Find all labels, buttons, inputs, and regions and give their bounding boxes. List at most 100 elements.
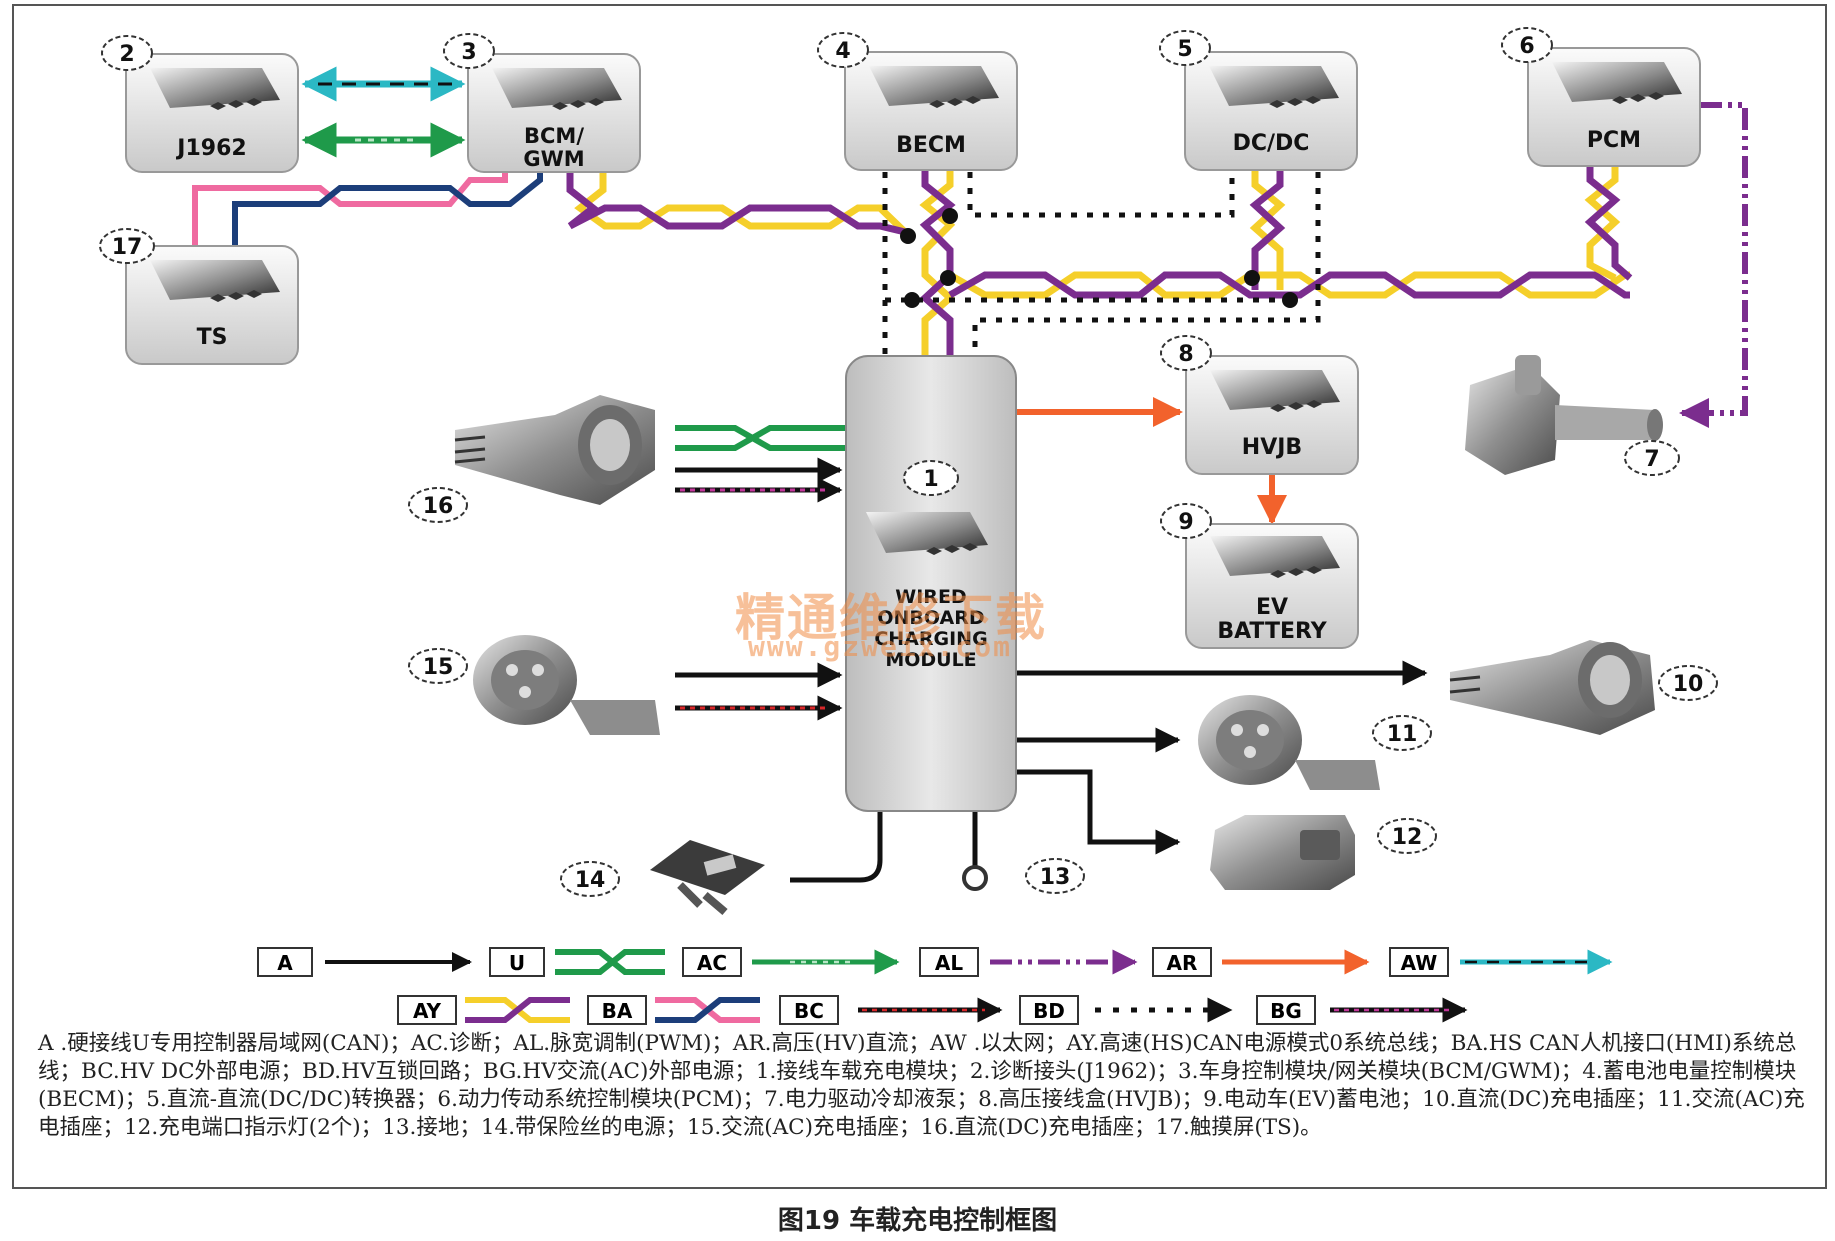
svg-text:AY: AY: [413, 999, 442, 1023]
number-badge: 15: [408, 648, 468, 684]
legend-item-bg: BG: [1256, 995, 1468, 1025]
module-j1962: J1962: [125, 53, 299, 173]
number-badge: 6: [1501, 27, 1553, 63]
number-badge: 14: [560, 861, 620, 897]
svg-text:BD: BD: [1033, 999, 1065, 1023]
fused-power-wire: [790, 810, 883, 883]
number-badge: 2: [101, 35, 153, 71]
svg-text:17: 17: [112, 235, 143, 260]
svg-text:1: 1: [923, 467, 938, 492]
svg-text:2: 2: [119, 42, 134, 67]
module-label: J1962: [175, 136, 246, 161]
module-becm: BECM: [844, 51, 1018, 171]
becm-can-purple: [919, 168, 956, 360]
legend-item-u: U: [489, 947, 665, 977]
becm-can-yellow: [919, 168, 956, 360]
ac-inlet-icon: [1198, 695, 1380, 790]
svg-text:12: 12: [1392, 825, 1423, 850]
number-badge: 10: [1658, 665, 1718, 701]
module-ts: TS: [125, 245, 299, 365]
module-label: TS: [197, 325, 228, 350]
number-badge: 3: [443, 33, 495, 69]
module-label-line: GWM: [523, 147, 584, 171]
svg-text:AW: AW: [1401, 951, 1438, 975]
ground-icon: [962, 865, 988, 891]
module-onboard-charger: WIRED ONBOARD CHARGING MODULE: [845, 355, 1017, 812]
svg-text:9: 9: [1178, 510, 1193, 535]
svg-text:A: A: [277, 951, 293, 975]
hardwire-to-12: [1016, 769, 1181, 855]
module-label: PCM: [1587, 128, 1641, 153]
number-badge: 8: [1160, 335, 1212, 371]
junction-dot: [940, 270, 956, 286]
junction-dot: [904, 292, 920, 308]
svg-text:13: 13: [1040, 865, 1071, 890]
pcm-can-purple: [1584, 165, 1633, 281]
module-label-line: WIRED: [895, 586, 966, 608]
number-badge: 5: [1159, 30, 1211, 66]
svg-text:AC: AC: [697, 951, 727, 975]
number-badge: 4: [817, 32, 869, 68]
module-label: BECM: [896, 133, 966, 158]
number-badge: 7: [1624, 440, 1680, 476]
legend-item-a: A: [257, 947, 472, 977]
svg-text:6: 6: [1519, 34, 1534, 59]
legend-item-ba: BA: [587, 995, 760, 1025]
legend-item-aw: AW: [1389, 947, 1613, 977]
legend-item-bc: BC: [779, 995, 1003, 1025]
diagram-frame: [12, 4, 1827, 1189]
junction-dot: [942, 208, 958, 224]
module-label-line: BCM/: [524, 124, 584, 148]
svg-text:3: 3: [461, 40, 476, 65]
pwm-link: [1679, 102, 1748, 428]
fuse-icon: [650, 840, 765, 916]
number-badge: 16: [408, 487, 468, 523]
svg-text:BG: BG: [1270, 999, 1302, 1023]
svg-text:11: 11: [1387, 722, 1418, 747]
can-bus-lower-purple: [948, 271, 1630, 299]
number-badge: 9: [1160, 503, 1212, 539]
module-bcm-gwm: BCM/ GWM: [467, 53, 641, 173]
module-label-line: ONBOARD: [877, 607, 984, 629]
legend-item-al: AL: [919, 947, 1138, 977]
number-badge: 17: [99, 228, 155, 264]
svg-text:8: 8: [1178, 342, 1193, 367]
svg-text:AL: AL: [935, 951, 963, 975]
can-bus-upper-purple: [566, 172, 906, 236]
svg-text:10: 10: [1673, 672, 1704, 697]
svg-text:14: 14: [575, 868, 606, 893]
coolant-pump-icon: [1465, 355, 1663, 475]
legend-item-ac: AC: [682, 947, 900, 977]
svg-text:BC: BC: [794, 999, 824, 1023]
dc-inlet-icon: [1449, 640, 1655, 735]
legend-item-ar: AR: [1152, 947, 1370, 977]
module-label-line: MODULE: [885, 649, 976, 671]
module-label: HVJB: [1242, 435, 1302, 460]
svg-text:U: U: [509, 951, 525, 975]
junction-dot: [1282, 292, 1298, 308]
module-label-line: EV: [1256, 595, 1288, 620]
legend-caption: A .硬接线U专用控制器局域网(CAN)；AC.诊断；AL.脉宽调制(PWM)；…: [38, 1031, 1805, 1140]
junction-dot: [1244, 270, 1260, 286]
pcm-can-yellow: [1584, 165, 1621, 282]
module-pcm: PCM: [1527, 47, 1701, 167]
svg-text:4: 4: [835, 39, 850, 64]
junction-dot: [900, 228, 916, 244]
block-diagram: J1962 BCM/ GWM BECM DC/DC PCM TS: [99, 27, 1748, 1025]
svg-text:15: 15: [423, 655, 454, 680]
number-badge: 11: [1372, 715, 1432, 751]
svg-text:AR: AR: [1167, 951, 1198, 975]
watermark-text: 精通维修下载: [735, 589, 1047, 647]
legend-item-bd: BD: [1019, 995, 1233, 1025]
dedicated-can-from-16-b: [675, 425, 848, 451]
indicator-lamp-icon: [1210, 815, 1355, 890]
watermark-url: www.gzweix.com: [748, 630, 1013, 663]
module-label-line: CHARGING: [874, 628, 987, 650]
module-label-line: BATTERY: [1217, 619, 1327, 644]
number-badge: 13: [1025, 858, 1085, 894]
svg-text:5: 5: [1177, 37, 1192, 62]
hmi-bus-pink: [192, 172, 508, 248]
can-bus-lower-yellow: [948, 271, 1630, 299]
ac-inlet-icon: [473, 635, 660, 735]
number-badge: 1: [903, 460, 959, 496]
